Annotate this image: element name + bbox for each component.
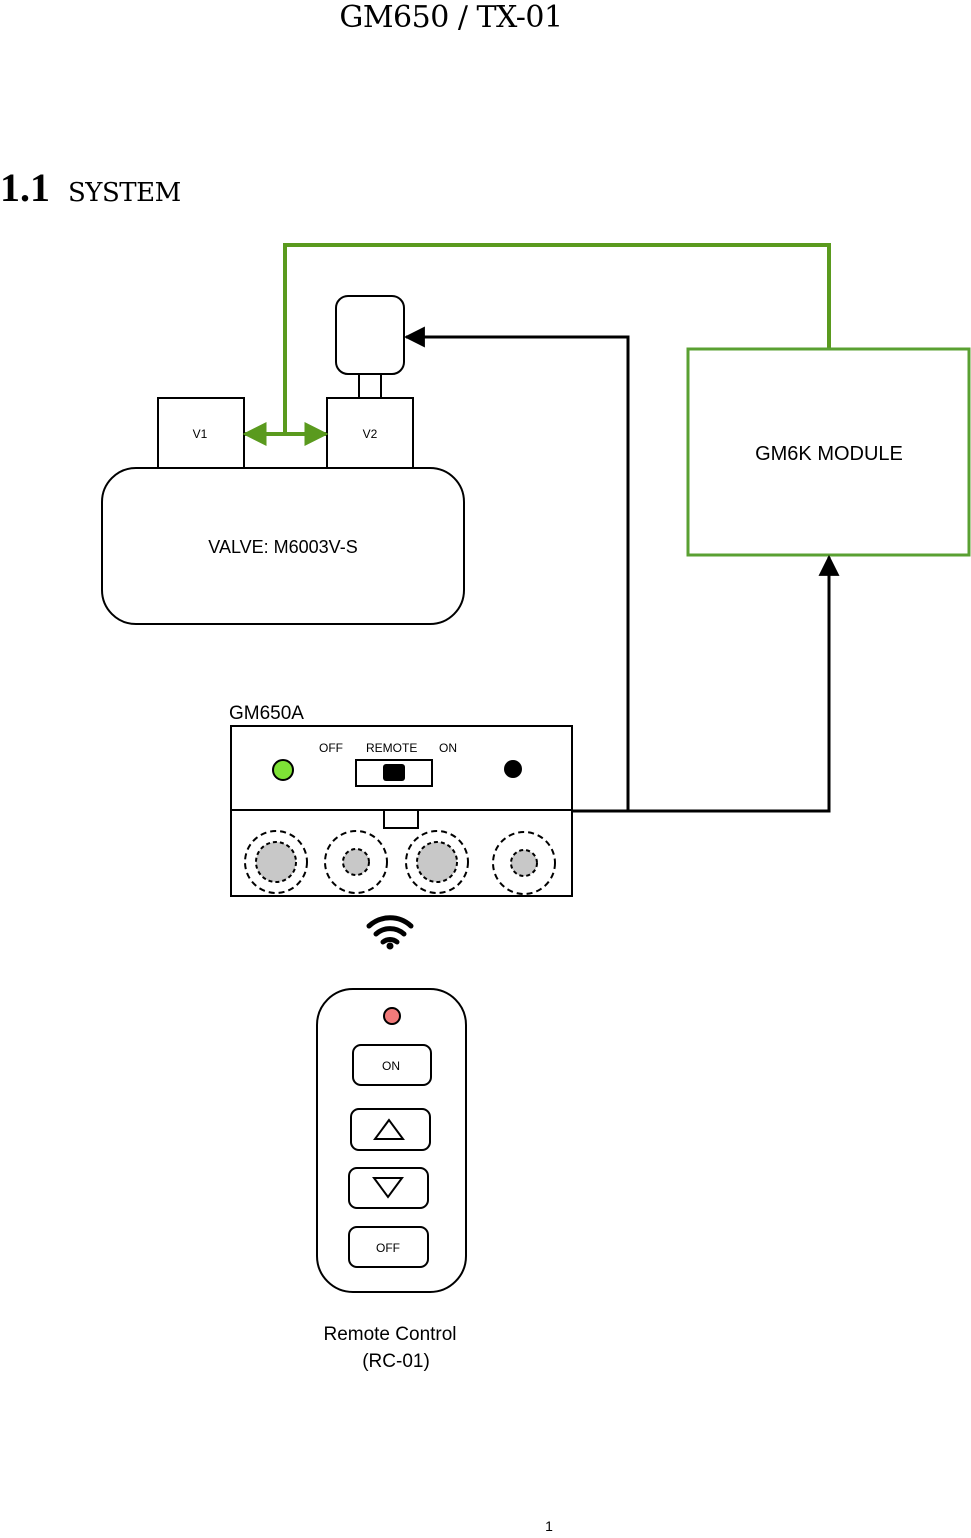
switch-label-on: ON: [439, 741, 457, 755]
switch-label-remote: REMOTE: [366, 741, 417, 755]
status-led-black: [504, 760, 522, 778]
remote-led: [383, 1007, 401, 1025]
up-arrow-icon: [373, 1118, 405, 1140]
section-title: SYSTEM: [68, 178, 181, 208]
down-arrow-icon: [372, 1177, 404, 1199]
remote-caption-line1: Remote Control: [323, 1324, 456, 1345]
receiver-dial-4: [492, 831, 556, 895]
gm6k-module: GM6K MODULE: [686, 347, 971, 557]
receiver-connector: [383, 809, 419, 829]
status-led-green: [272, 759, 294, 781]
actuator-head: [335, 295, 405, 375]
remote-control: ON OFF Remote Control (RC-01): [316, 988, 467, 1372]
document-title: GM650 / TX-01: [339, 0, 563, 35]
remote-on-label: ON: [382, 1059, 400, 1073]
remote-up-button[interactable]: [350, 1108, 431, 1151]
receiver-dial-1: [244, 830, 308, 894]
page-number: 1: [545, 1518, 553, 1534]
wifi-icon: [366, 915, 414, 950]
remote-caption-line2: (RC-01): [362, 1351, 430, 1372]
actuator-neck: [358, 373, 382, 399]
gm650a-receiver: GM650A OFF REMOTE ON: [229, 703, 573, 897]
valve-port-v2-label: V2: [363, 427, 378, 441]
switch-label-off: OFF: [319, 741, 343, 755]
receiver-dial-3: [405, 830, 469, 894]
wire-to-module: [628, 554, 840, 813]
remote-off-label: OFF: [376, 1241, 400, 1255]
remote-off-button[interactable]: OFF: [348, 1226, 429, 1268]
gm6k-module-label: GM6K MODULE: [755, 443, 903, 465]
section-heading: 1.1 SYSTEM: [0, 164, 181, 211]
gm650a-label: GM650A: [229, 703, 304, 724]
valve-label: VALVE: M6003V-S: [208, 537, 357, 557]
valve-body: [101, 467, 465, 625]
valve-port-v1-label: V1: [193, 427, 208, 441]
mode-switch-knob: [383, 764, 405, 781]
wire-to-actuator: [403, 326, 630, 813]
remote-down-button[interactable]: [348, 1167, 429, 1209]
valve: VALVE: M6003V-S V1 V2: [101, 295, 465, 625]
remote-on-button[interactable]: ON: [352, 1044, 432, 1086]
section-number: 1.1: [0, 165, 50, 210]
green-wire: [283, 243, 831, 434]
receiver-dial-2: [324, 830, 388, 894]
